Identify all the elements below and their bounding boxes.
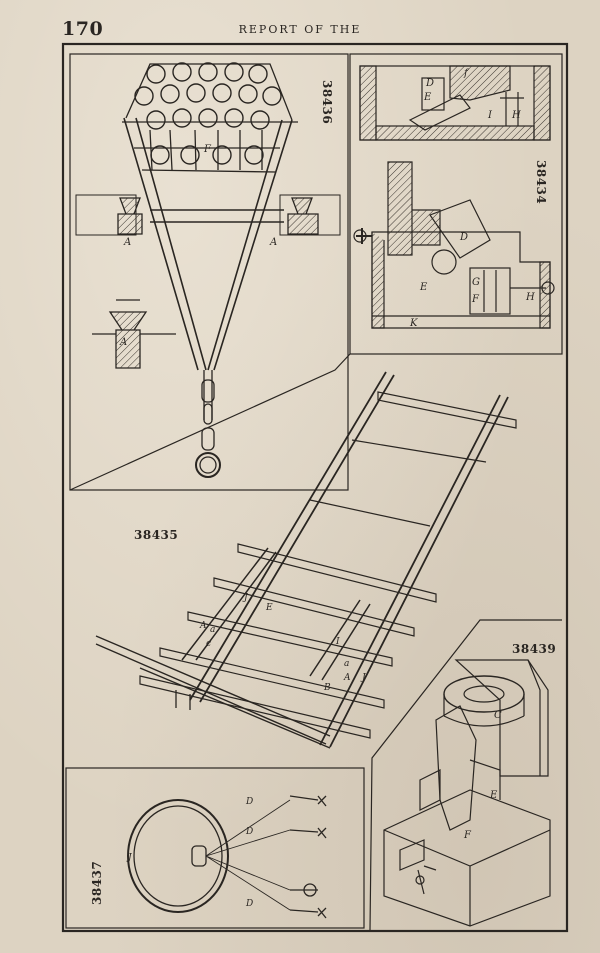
svg-text:D: D — [425, 78, 434, 89]
plate-border — [61, 42, 569, 933]
svg-text:E: E — [419, 282, 428, 293]
svg-text:D: D — [459, 232, 468, 243]
patent-number-38436: 38436 — [320, 80, 334, 125]
svg-text:F: F — [463, 830, 472, 841]
svg-text:E: E — [489, 790, 498, 801]
panel-38436 — [69, 53, 349, 491]
page-header: 170 REPORT OF THE — [0, 18, 600, 48]
svg-text:H: H — [525, 292, 535, 303]
patent-number-38434: 38434 — [534, 160, 548, 205]
figure-38439: C E F — [383, 659, 551, 927]
label-A-funnel: A — [119, 337, 127, 348]
panel-38437 — [65, 767, 365, 929]
patent-number-38435: 38435 — [134, 528, 179, 542]
svg-text:C: C — [494, 710, 502, 721]
page-number: 170 — [62, 18, 104, 40]
label-A-left: A — [123, 237, 131, 248]
rail-right — [319, 394, 509, 748]
svg-text:H: H — [511, 110, 521, 121]
svg-text:K: K — [409, 318, 418, 329]
svg-text:I: I — [487, 110, 493, 121]
patent-number-38439: 38439 — [512, 642, 557, 656]
svg-text:B: B — [323, 683, 331, 693]
ties — [139, 391, 517, 739]
svg-text:A: A — [343, 673, 351, 683]
svg-text:J: J — [242, 593, 249, 603]
patent-number-38437: 38437 — [90, 860, 104, 905]
label-F: F — [203, 144, 212, 155]
svg-text:A: A — [199, 621, 207, 631]
svg-text:D: D — [245, 899, 253, 909]
figure-38436: A A A F — [75, 62, 341, 478]
figure-38434: D E f I H D E G F H K — [353, 65, 555, 329]
svg-text:G: G — [472, 277, 480, 288]
svg-text:J: J — [360, 673, 367, 683]
svg-text:D: D — [245, 797, 253, 807]
panel-38434 — [349, 53, 563, 355]
svg-text:f: f — [463, 68, 470, 79]
svg-text:a: a — [210, 625, 215, 635]
label-A-right: A — [269, 237, 277, 248]
svg-text:J: J — [126, 853, 133, 863]
rail-left — [189, 371, 395, 703]
frame-arms — [123, 117, 293, 371]
figure-38435: J E A a c I a B A J — [95, 371, 517, 749]
svg-text:c: c — [206, 639, 211, 649]
net-mesh — [122, 62, 298, 173]
panel-dividers — [65, 53, 563, 931]
svg-text:E: E — [423, 92, 432, 103]
svg-text:D: D — [245, 827, 253, 837]
figure-38437: D D D J — [126, 795, 327, 919]
running-title: REPORT OF THE — [238, 23, 362, 36]
svg-text:F: F — [471, 294, 480, 305]
svg-text:I: I — [335, 637, 340, 647]
svg-text:a: a — [344, 659, 349, 669]
svg-text:E: E — [265, 603, 273, 613]
